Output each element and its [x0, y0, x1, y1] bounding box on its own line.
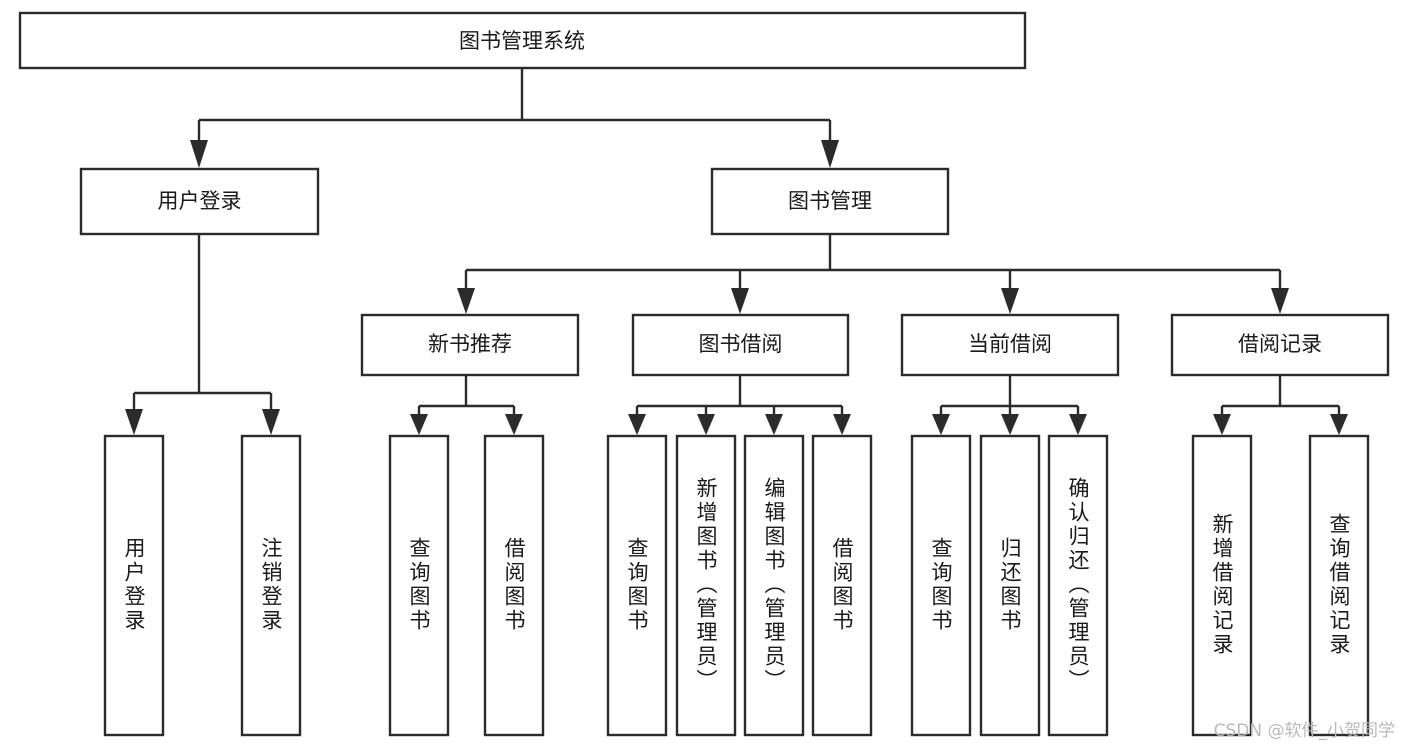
- node-box-shape: [811, 434, 873, 737]
- leaf-node-current-borrow-return[interactable]: 归还图书: [979, 434, 1041, 737]
- node-label: 图书管理: [788, 189, 872, 213]
- node-box-shape: [79, 167, 320, 236]
- leaf-node-borrow-record-query[interactable]: 查询借阅记录: [1308, 434, 1370, 737]
- arrow-head-icon: [1330, 414, 1348, 435]
- node-book-management[interactable]: 图书管理: [710, 167, 950, 236]
- node-label: 用户登录: [122, 537, 146, 633]
- node-label: 查询图书: [625, 537, 649, 633]
- node-label: 当前借阅: [968, 332, 1052, 356]
- node-label: 图书管理系统: [459, 29, 585, 53]
- node-label: 图书借阅: [699, 332, 783, 356]
- arrow-head-icon: [765, 414, 783, 435]
- leaf-node-book-borrow-add[interactable]: 新增图书（管理员）: [675, 434, 737, 737]
- node-box-shape: [103, 434, 165, 737]
- arrow-head-icon: [410, 414, 428, 435]
- node-label: 查询借阅记录: [1327, 513, 1351, 657]
- node-label: 查询图书: [407, 537, 431, 633]
- node-box-shape: [388, 434, 450, 737]
- node-label: 新增借阅记录: [1210, 513, 1234, 657]
- node-box-shape: [675, 434, 737, 737]
- node-box-shape: [910, 434, 972, 737]
- arrow-head-icon: [833, 414, 851, 435]
- arrow-head-icon: [628, 414, 646, 435]
- arrow-head-icon: [125, 409, 143, 435]
- leaf-node-book-borrow-borrow[interactable]: 借阅图书: [811, 434, 873, 737]
- node-label: 归还图书: [998, 537, 1022, 633]
- arrow-head-icon: [1213, 414, 1231, 435]
- connector-user-login-to-leaves: [125, 234, 280, 435]
- connector-current-borrow-to-leaves: [932, 375, 1087, 435]
- leaf-node-user-login-logout[interactable]: 注销登录: [240, 434, 302, 737]
- node-label: 查询图书: [929, 537, 953, 633]
- arrow-head-icon: [505, 414, 523, 435]
- node-box-shape: [1191, 434, 1253, 737]
- node-box-shape: [710, 167, 950, 236]
- arrow-head-icon: [1271, 288, 1289, 314]
- node-box-shape: [483, 434, 545, 737]
- leaf-node-book-borrow-edit[interactable]: 编辑图书（管理员）: [743, 434, 805, 737]
- node-label: 新书推荐: [428, 332, 512, 356]
- arrow-head-icon: [821, 140, 839, 168]
- node-label: 确认归还（管理员）: [1066, 477, 1090, 693]
- arrow-head-icon: [1001, 414, 1019, 435]
- node-box-shape: [979, 434, 1041, 737]
- node-current-borrow[interactable]: 当前借阅: [900, 313, 1120, 377]
- leaf-node-borrow-record-add[interactable]: 新增借阅记录: [1191, 434, 1253, 737]
- leaf-node-current-borrow-confirm[interactable]: 确认归还（管理员）: [1047, 434, 1109, 737]
- arrow-head-icon: [697, 414, 715, 435]
- node-label: 借阅图书: [502, 537, 526, 633]
- node-label: 借阅记录: [1238, 332, 1322, 356]
- connector-book-borrow-to-leaves: [628, 375, 851, 435]
- node-box-shape: [18, 11, 1027, 70]
- node-new-book-recommend[interactable]: 新书推荐: [360, 313, 580, 377]
- node-box-shape: [606, 434, 668, 737]
- node-box-shape: [360, 313, 580, 377]
- node-user-login[interactable]: 用户登录: [79, 167, 320, 236]
- node-box-shape: [1308, 434, 1370, 737]
- arrow-head-icon: [190, 140, 208, 168]
- arrow-head-icon: [1069, 414, 1087, 435]
- arrow-head-icon: [457, 288, 475, 314]
- node-label: 新增图书（管理员）: [694, 477, 718, 693]
- leaf-node-new-book-borrow[interactable]: 借阅图书: [483, 434, 545, 737]
- leaf-node-user-login-login[interactable]: 用户登录: [103, 434, 165, 737]
- leaf-node-new-book-query[interactable]: 查询图书: [388, 434, 450, 737]
- node-label: 用户登录: [158, 189, 242, 213]
- arrow-head-icon: [932, 414, 950, 435]
- node-box-shape: [743, 434, 805, 737]
- node-book-borrow[interactable]: 图书借阅: [631, 313, 850, 377]
- leaf-node-book-borrow-query[interactable]: 查询图书: [606, 434, 668, 737]
- node-root-system[interactable]: 图书管理系统: [18, 11, 1027, 70]
- node-box-shape: [631, 313, 850, 377]
- arrow-head-icon: [731, 288, 749, 314]
- connector-new-book-to-leaves: [410, 375, 523, 435]
- arrow-head-icon: [262, 409, 280, 435]
- node-box-shape: [1047, 434, 1109, 737]
- connector-root-to-level2: [190, 68, 839, 168]
- connector-borrow-record-to-leaves: [1213, 375, 1348, 435]
- node-label: 借阅图书: [830, 537, 854, 633]
- node-box-shape: [240, 434, 302, 737]
- node-box-shape: [1170, 313, 1390, 377]
- node-label: 编辑图书（管理员）: [762, 477, 786, 693]
- node-box-shape: [900, 313, 1120, 377]
- node-label: 注销登录: [259, 537, 283, 633]
- arrow-head-icon: [1001, 288, 1019, 314]
- node-borrow-record[interactable]: 借阅记录: [1170, 313, 1390, 377]
- leaf-node-current-borrow-query[interactable]: 查询图书: [910, 434, 972, 737]
- connector-book-mgmt-to-level3: [457, 234, 1289, 314]
